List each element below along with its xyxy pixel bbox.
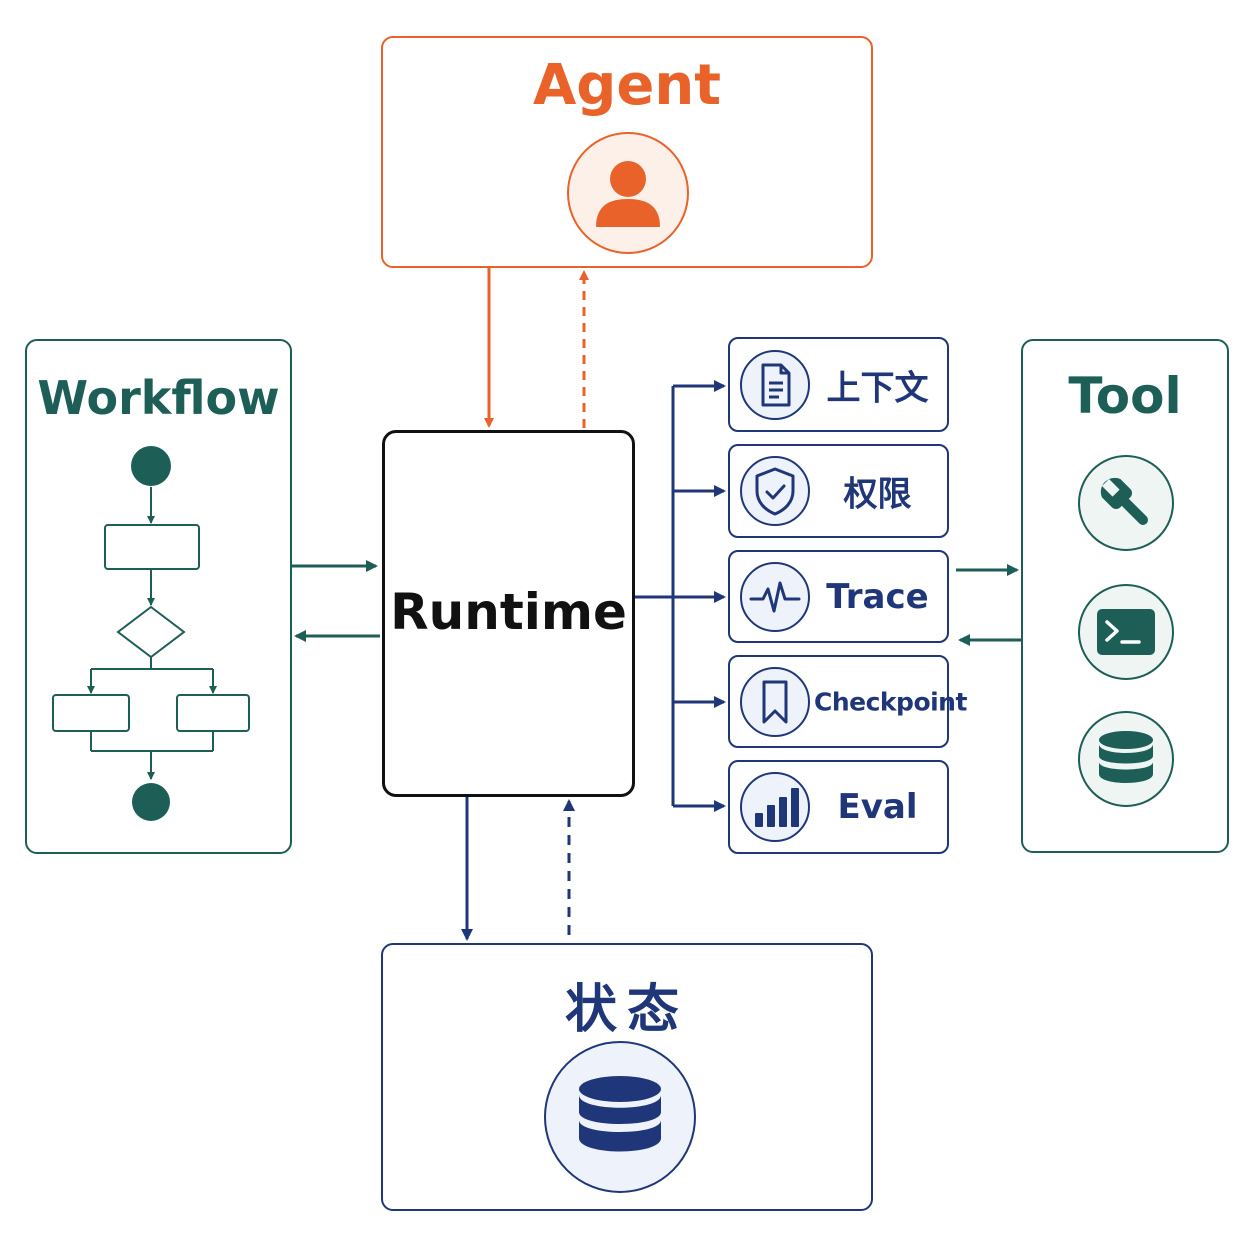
wrench-icon (1078, 455, 1174, 551)
runtime-box[interactable]: Runtime (382, 430, 635, 797)
flowchart-icon (52, 446, 250, 821)
tool-title: Tool (1068, 367, 1182, 425)
module-eval-label: Eval (837, 787, 918, 827)
module-trace-label: Trace (826, 576, 929, 617)
workflow-box[interactable]: Workflow (25, 339, 292, 854)
module-checkpoint-label: Checkpoint (814, 687, 967, 716)
agent-box[interactable]: Agent (381, 36, 873, 268)
module-checkpoint[interactable]: Checkpoint (728, 655, 967, 748)
runtime-title: Runtime (390, 583, 627, 641)
module-permission[interactable]: 权限 (728, 444, 949, 538)
database-icon (1078, 711, 1174, 807)
bookmark-icon (740, 666, 810, 737)
module-eval[interactable]: Eval (728, 760, 949, 854)
tool-box[interactable]: Tool (1021, 339, 1229, 853)
module-context-label: 上下文 (826, 368, 929, 408)
agent-title: Agent (532, 53, 722, 118)
database-icon (544, 1041, 696, 1193)
shield-check-icon (740, 456, 810, 526)
workflow-title: Workflow (37, 371, 280, 425)
module-trace[interactable]: Trace (728, 550, 949, 643)
user-icon (567, 132, 689, 254)
document-icon (740, 349, 810, 420)
terminal-icon (1078, 584, 1174, 680)
state-title: 状态 (564, 980, 689, 1040)
module-context[interactable]: 上下文 (728, 337, 949, 432)
module-permission-label: 权限 (843, 474, 912, 515)
bar-chart-icon (740, 772, 810, 842)
pulse-icon (740, 561, 810, 632)
state-box[interactable]: 状态 (381, 943, 873, 1211)
